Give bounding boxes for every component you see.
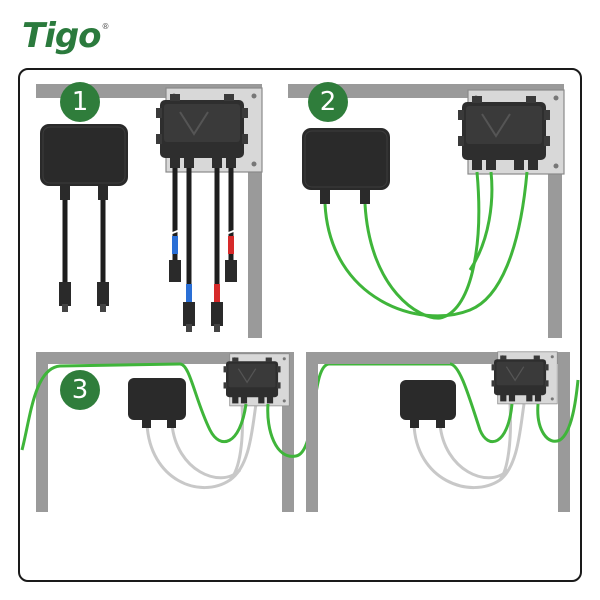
step-3-number: 3 xyxy=(72,375,89,405)
panel-3b-junction-box-icon xyxy=(400,380,456,428)
trademark: ® xyxy=(101,22,110,31)
blue-marker xyxy=(172,236,178,254)
red-marker xyxy=(214,284,220,302)
panel-3a-optimizer-icon xyxy=(222,353,290,407)
step-3-badge: 3 xyxy=(60,370,100,410)
blue-marker xyxy=(186,284,192,302)
panel-1-junction-box-icon xyxy=(39,123,129,312)
panel-3b-rail xyxy=(306,352,570,512)
logo-text: Tigo xyxy=(22,16,102,56)
mc4-connector-icon xyxy=(97,282,109,306)
step-2-badge: 2 xyxy=(308,82,348,122)
panel-2-green-cables xyxy=(323,171,529,320)
panel-3a-green-cables xyxy=(20,362,450,458)
panel-3a-gray-cables xyxy=(145,403,258,490)
step-1-badge: 1 xyxy=(60,82,100,122)
panel-3a-junction-box-icon xyxy=(128,378,186,428)
step-1-number: 1 xyxy=(72,87,89,117)
red-marker xyxy=(228,236,234,254)
mc4-connector-icon xyxy=(59,282,71,306)
tigo-logo: Tigo® xyxy=(22,16,110,56)
panel-2-junction-box-icon xyxy=(301,127,391,204)
panel-1-optimizer-icon xyxy=(155,87,263,332)
panel-3b-green-cables xyxy=(449,362,580,444)
panel-3b-optimizer-icon xyxy=(490,351,558,405)
diagram-frame xyxy=(18,68,582,582)
step-2-number: 2 xyxy=(320,87,337,117)
panel-2-optimizer-icon xyxy=(457,89,565,175)
